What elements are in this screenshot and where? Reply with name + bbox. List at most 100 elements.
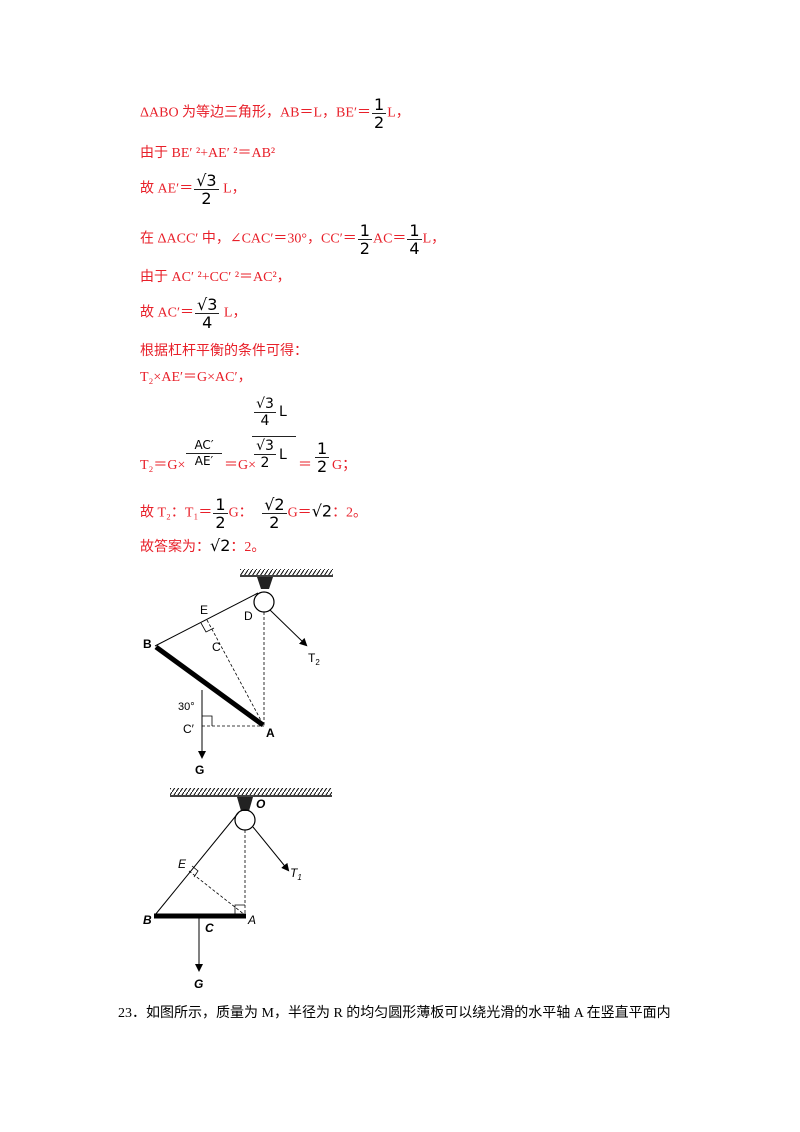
pulley-mount: [257, 577, 273, 589]
text: L，: [220, 305, 247, 321]
denominator: AE′: [194, 454, 214, 468]
text: ＝: [298, 458, 312, 473]
label-angle: 30°: [178, 701, 195, 713]
label-e: E: [178, 857, 187, 871]
figure-1: E D B C 30° C′ A G T2: [143, 569, 333, 777]
text: L: [279, 447, 287, 463]
text: L，: [387, 105, 410, 121]
solution-line-2: 由于 BE′ ²+AE′ ²＝AB²: [140, 146, 275, 162]
text: 在 ΔACC′ 中，∠CAC′＝30°，CC′＝: [140, 231, 357, 247]
pulley-mount: [237, 797, 253, 811]
text: L，: [219, 181, 246, 197]
tension-t2-arrow: [269, 609, 308, 647]
text: 故 T₂：T₁＝: [140, 505, 213, 521]
text: G；: [332, 458, 357, 473]
label-b: B: [143, 637, 152, 651]
label-c: C: [212, 640, 221, 654]
text: T₂×AE′＝G×AC′，: [140, 370, 252, 385]
fraction-ac-ae: AC′ AE′: [186, 438, 222, 469]
numerator: √3: [194, 171, 219, 190]
denominator: 2: [317, 457, 328, 476]
label-t-sub: 1: [297, 873, 301, 882]
right-angle-c: [202, 715, 213, 726]
rope-bo: [154, 811, 240, 916]
text: ：2。: [332, 505, 368, 521]
denominator: 2: [260, 455, 270, 471]
solution-line-11: 故答案为：√2：2。: [140, 538, 265, 556]
text: 故答案为：: [140, 540, 210, 555]
text: 由于 AC′ ²+CC′ ²＝AC²，: [140, 270, 291, 285]
text: ＝G×: [224, 458, 257, 473]
solution-line-5: 由于 AC′ ²+CC′ ²＝AC²，: [140, 270, 291, 286]
label-c: C: [205, 921, 214, 935]
rod-ba: [154, 644, 265, 728]
label-e: E: [200, 603, 208, 617]
text: G＝: [287, 505, 312, 521]
numerator: √3: [254, 438, 276, 455]
text: 由于 BE′ ²+AE′ ²＝AB²: [140, 146, 276, 161]
text: ΔABO 为等边三角形，AB＝L，BE′＝: [140, 105, 372, 121]
text: L: [279, 404, 287, 420]
numerator: 1: [357, 221, 372, 240]
text: AC＝: [372, 231, 407, 247]
label-t1: T1: [290, 866, 302, 882]
label-a: A: [266, 726, 275, 740]
label-d: D: [244, 609, 253, 623]
label-a: A: [247, 913, 256, 927]
denominator: 2: [269, 513, 280, 532]
complex-numerator: √3 4 L: [252, 396, 296, 437]
ceiling-hatch: [170, 788, 332, 795]
label-t: T: [308, 651, 316, 665]
numerator: 1: [372, 95, 387, 114]
numerator: √3: [254, 396, 276, 413]
denominator: 2: [201, 189, 212, 208]
numerator: 1: [407, 221, 422, 240]
text: T₂＝G×: [140, 458, 186, 473]
numerator: AC′: [186, 438, 222, 454]
rope-be: [154, 592, 259, 647]
text: G：: [228, 505, 253, 521]
denominator: 2: [215, 513, 226, 532]
complex-denominator: √3 2 L: [252, 437, 296, 477]
complex-fraction: √3 4 L √3 2 L: [252, 396, 296, 477]
label-c-prime: C′: [183, 722, 195, 736]
label-t2: T2: [308, 651, 320, 667]
numerator: 1: [213, 495, 228, 514]
denominator: 4: [409, 239, 420, 258]
label-t: T: [290, 866, 299, 880]
dashed-ae: [206, 619, 265, 727]
denominator: 2: [374, 113, 385, 132]
ceiling-hatch: [240, 569, 333, 575]
text: 故 AC′＝: [140, 305, 195, 321]
text: ：2。: [230, 540, 266, 555]
right-angle-e: [200, 622, 215, 633]
label-g: G: [194, 977, 203, 991]
solution-line-7: 根据杠杆平衡的条件可得：: [140, 344, 308, 360]
label-b: B: [143, 913, 152, 927]
right-angle-e: [191, 865, 199, 878]
question-23: 23．如图所示，质量为 M，半径为 R 的均匀圆形薄板可以绕光滑的水平轴 A 在…: [118, 1006, 671, 1021]
numerator: 1: [315, 439, 330, 458]
sqrt-value: √2: [210, 536, 231, 555]
sqrt-value: √2: [311, 501, 333, 521]
denominator: 2: [359, 239, 370, 258]
right-angle-a: [234, 904, 245, 915]
denominator: 4: [260, 413, 270, 429]
tension-t1-arrow: [252, 826, 290, 872]
dashed-ae: [188, 870, 246, 916]
solution-line-8: T₂×AE′＝G×AC′，: [140, 370, 252, 386]
label-o: O: [256, 797, 266, 811]
denominator: 4: [202, 313, 213, 332]
text: L，: [422, 231, 446, 247]
